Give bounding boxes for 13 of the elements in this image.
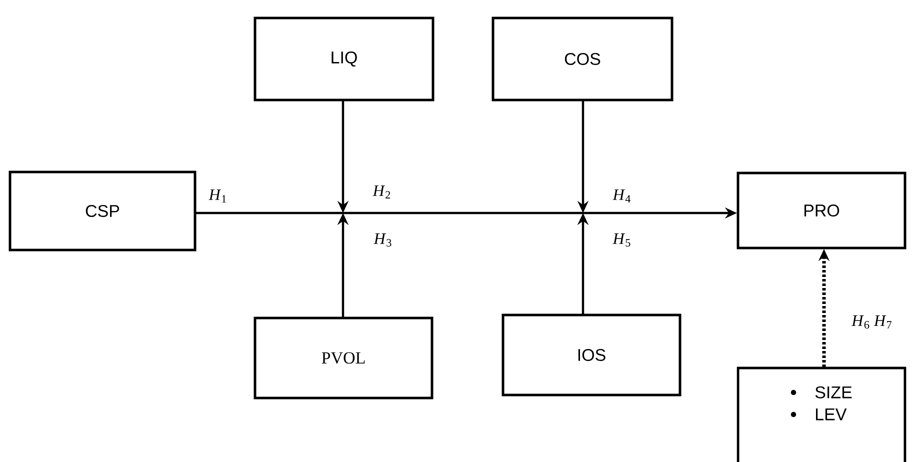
edge-label: H$_{3}$	[372, 232, 394, 248]
process-box: LIQ	[254, 16, 434, 102]
process-box: COS	[492, 16, 674, 102]
edge-label: H$_{4}$	[612, 188, 632, 204]
edge-label: H$_{1}$	[208, 188, 228, 204]
process-box: PRO	[736, 172, 906, 250]
process-box: IOS	[502, 314, 682, 396]
edge-label: H$_{6}$ H$_{7}$	[850, 314, 894, 330]
edge-label: H$_{5}$	[612, 232, 632, 248]
process-box: PVOL	[254, 316, 434, 400]
edge-label: H$_{2}$	[372, 184, 392, 200]
process-box: CSP	[8, 170, 196, 252]
process-box: SIZE LEV	[736, 366, 906, 462]
